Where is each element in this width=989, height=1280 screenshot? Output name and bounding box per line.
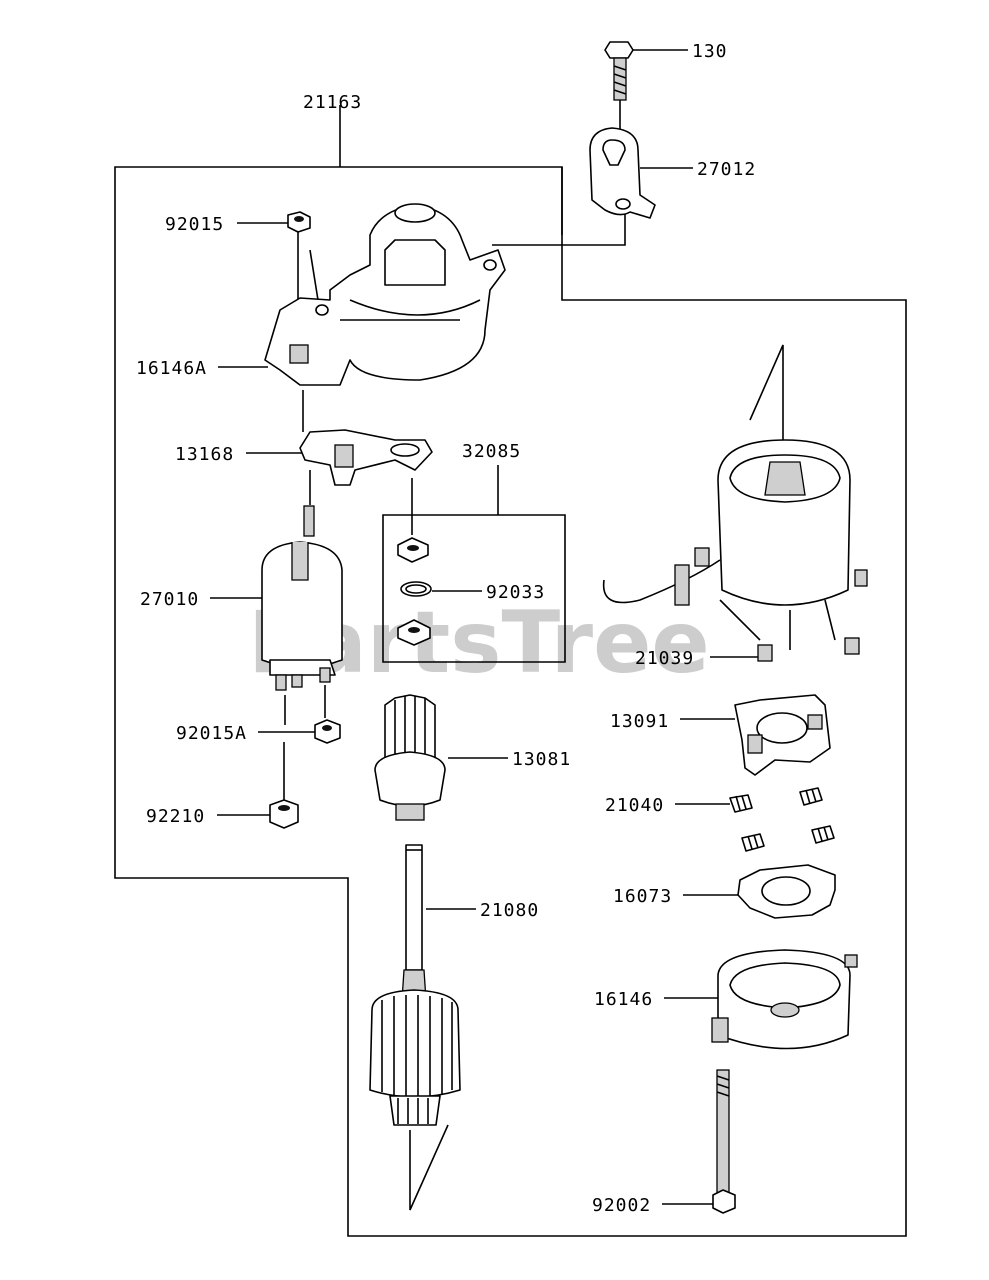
label-13091[interactable]: 13091 <box>610 711 735 732</box>
label-16146[interactable]: 16146 <box>594 989 718 1010</box>
label-16146A[interactable]: 16146A <box>136 358 268 379</box>
through-bolt-92002 <box>712 1069 736 1214</box>
svg-text:21163: 21163 <box>303 92 362 113</box>
label-92002[interactable]: 92002 <box>592 1195 716 1216</box>
label-32085[interactable]: 32085 <box>462 441 521 515</box>
svg-text:13091: 13091 <box>610 711 669 732</box>
svg-text:16073: 16073 <box>613 886 672 907</box>
ring-92033 <box>400 581 432 597</box>
svg-text:21039: 21039 <box>635 648 694 669</box>
kit-bracket-32085 <box>382 514 566 663</box>
svg-text:16146A: 16146A <box>136 358 207 379</box>
solenoid-27010 <box>261 505 343 691</box>
brush-plate-16073 <box>737 864 836 919</box>
nut-92015A <box>314 719 341 744</box>
label-16073[interactable]: 16073 <box>613 886 738 907</box>
svg-text:32085: 32085 <box>462 441 521 462</box>
nut-bottom <box>397 619 431 646</box>
bolt-130 <box>604 41 634 101</box>
end-cover-16146 <box>711 949 858 1050</box>
svg-text:27010: 27010 <box>140 589 199 610</box>
svg-text:92015A: 92015A <box>176 723 247 744</box>
svg-text:130: 130 <box>692 41 728 62</box>
label-92210[interactable]: 92210 <box>146 806 272 827</box>
label-130[interactable]: 130 <box>628 41 728 62</box>
svg-text:27012: 27012 <box>697 159 756 180</box>
svg-text:21080: 21080 <box>480 900 539 921</box>
label-92033[interactable]: 92033 <box>432 582 545 603</box>
label-92015[interactable]: 92015 <box>165 214 290 235</box>
svg-text:21040: 21040 <box>605 795 664 816</box>
svg-text:13168: 13168 <box>175 444 234 465</box>
svg-text:92033: 92033 <box>486 582 545 603</box>
label-92015A[interactable]: 92015A <box>176 723 318 744</box>
svg-text:16146: 16146 <box>594 989 653 1010</box>
label-21080[interactable]: 21080 <box>426 900 539 921</box>
svg-text:92002: 92002 <box>592 1195 651 1216</box>
yoke-21039 <box>602 344 868 662</box>
label-21163[interactable]: 21163 <box>303 92 362 113</box>
label-21040[interactable]: 21040 <box>605 795 730 816</box>
pinion-gear-13081 <box>374 694 446 821</box>
front-housing-16146A <box>264 203 506 386</box>
assembly-outline-21163 <box>114 105 907 1237</box>
svg-text:92015: 92015 <box>165 214 224 235</box>
label-13081[interactable]: 13081 <box>448 749 571 770</box>
svg-text:13081: 13081 <box>512 749 571 770</box>
bracket-27012 <box>589 127 656 219</box>
label-27012[interactable]: 27012 <box>640 159 756 180</box>
label-27010[interactable]: 27010 <box>140 589 262 610</box>
shift-lever-13168 <box>299 429 433 486</box>
armature-21080 <box>369 844 461 1126</box>
washer-top <box>397 537 429 563</box>
nut-92210 <box>269 799 299 829</box>
springs-21040 <box>729 787 835 852</box>
nut-92015 <box>287 211 311 233</box>
brush-holder-13091 <box>734 694 831 776</box>
label-13168[interactable]: 13168 <box>175 444 302 465</box>
svg-text:92210: 92210 <box>146 806 205 827</box>
label-21039[interactable]: 21039 <box>635 648 758 669</box>
